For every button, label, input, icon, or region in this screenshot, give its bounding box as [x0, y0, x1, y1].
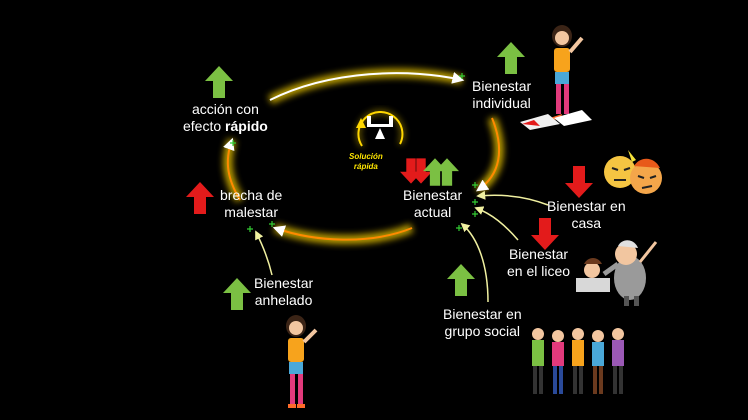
- node-brecha-malestar: brecha de malestar: [220, 187, 283, 220]
- link-anhelado-brecha: [255, 230, 273, 276]
- influence-lines: [255, 190, 549, 303]
- link-brecha-accion: [223, 137, 241, 201]
- group-of-friends-illustration: [532, 328, 624, 394]
- up-arrow-icon: [205, 66, 233, 98]
- link-actual-brecha: [272, 225, 413, 241]
- polarity-marks: [230, 73, 478, 232]
- down-arrow-icon: [531, 218, 559, 250]
- up-arrow-icon: [497, 42, 525, 74]
- node-bienestar-grupo: Bienestar en grupo social: [443, 306, 522, 339]
- link-accion-individual: [269, 71, 465, 101]
- down-arrow-icon: [410, 158, 432, 184]
- node-bienestar-anhelado: Bienestar anhelado: [254, 275, 314, 308]
- girl-anhelado-illustration: [286, 315, 318, 408]
- teacher-scolding-illustration: [576, 240, 658, 306]
- down-arrow-icon: [565, 166, 593, 198]
- link-casa-actual: [476, 190, 549, 206]
- up-arrow-icon: [447, 264, 475, 296]
- node-bienestar-liceo: Bienestar en el liceo: [507, 246, 571, 279]
- loop-arrows: [223, 71, 501, 241]
- link-grupo-actual: [460, 222, 489, 303]
- link-individual-actual: [476, 117, 501, 192]
- node-accion-rapida: acción con efecto rápido: [183, 101, 268, 134]
- up-arrow-icon: [435, 158, 459, 186]
- papers-on-floor-illustration: [520, 110, 592, 130]
- down-arrow-icon: [186, 182, 214, 214]
- balance-scale-icon: [367, 116, 393, 139]
- angry-faces-illustration: [604, 150, 662, 194]
- node-bienestar-actual: Bienestar actual: [403, 187, 463, 220]
- node-bienestar-individual: Bienestar individual: [472, 78, 532, 111]
- node-bienestar-casa: Bienestar en casa: [547, 198, 626, 231]
- up-arrow-icon: [223, 278, 251, 310]
- balance-loop-icon: [356, 110, 404, 147]
- balance-label: Solución rápida: [349, 152, 383, 171]
- link-liceo-actual: [474, 206, 519, 241]
